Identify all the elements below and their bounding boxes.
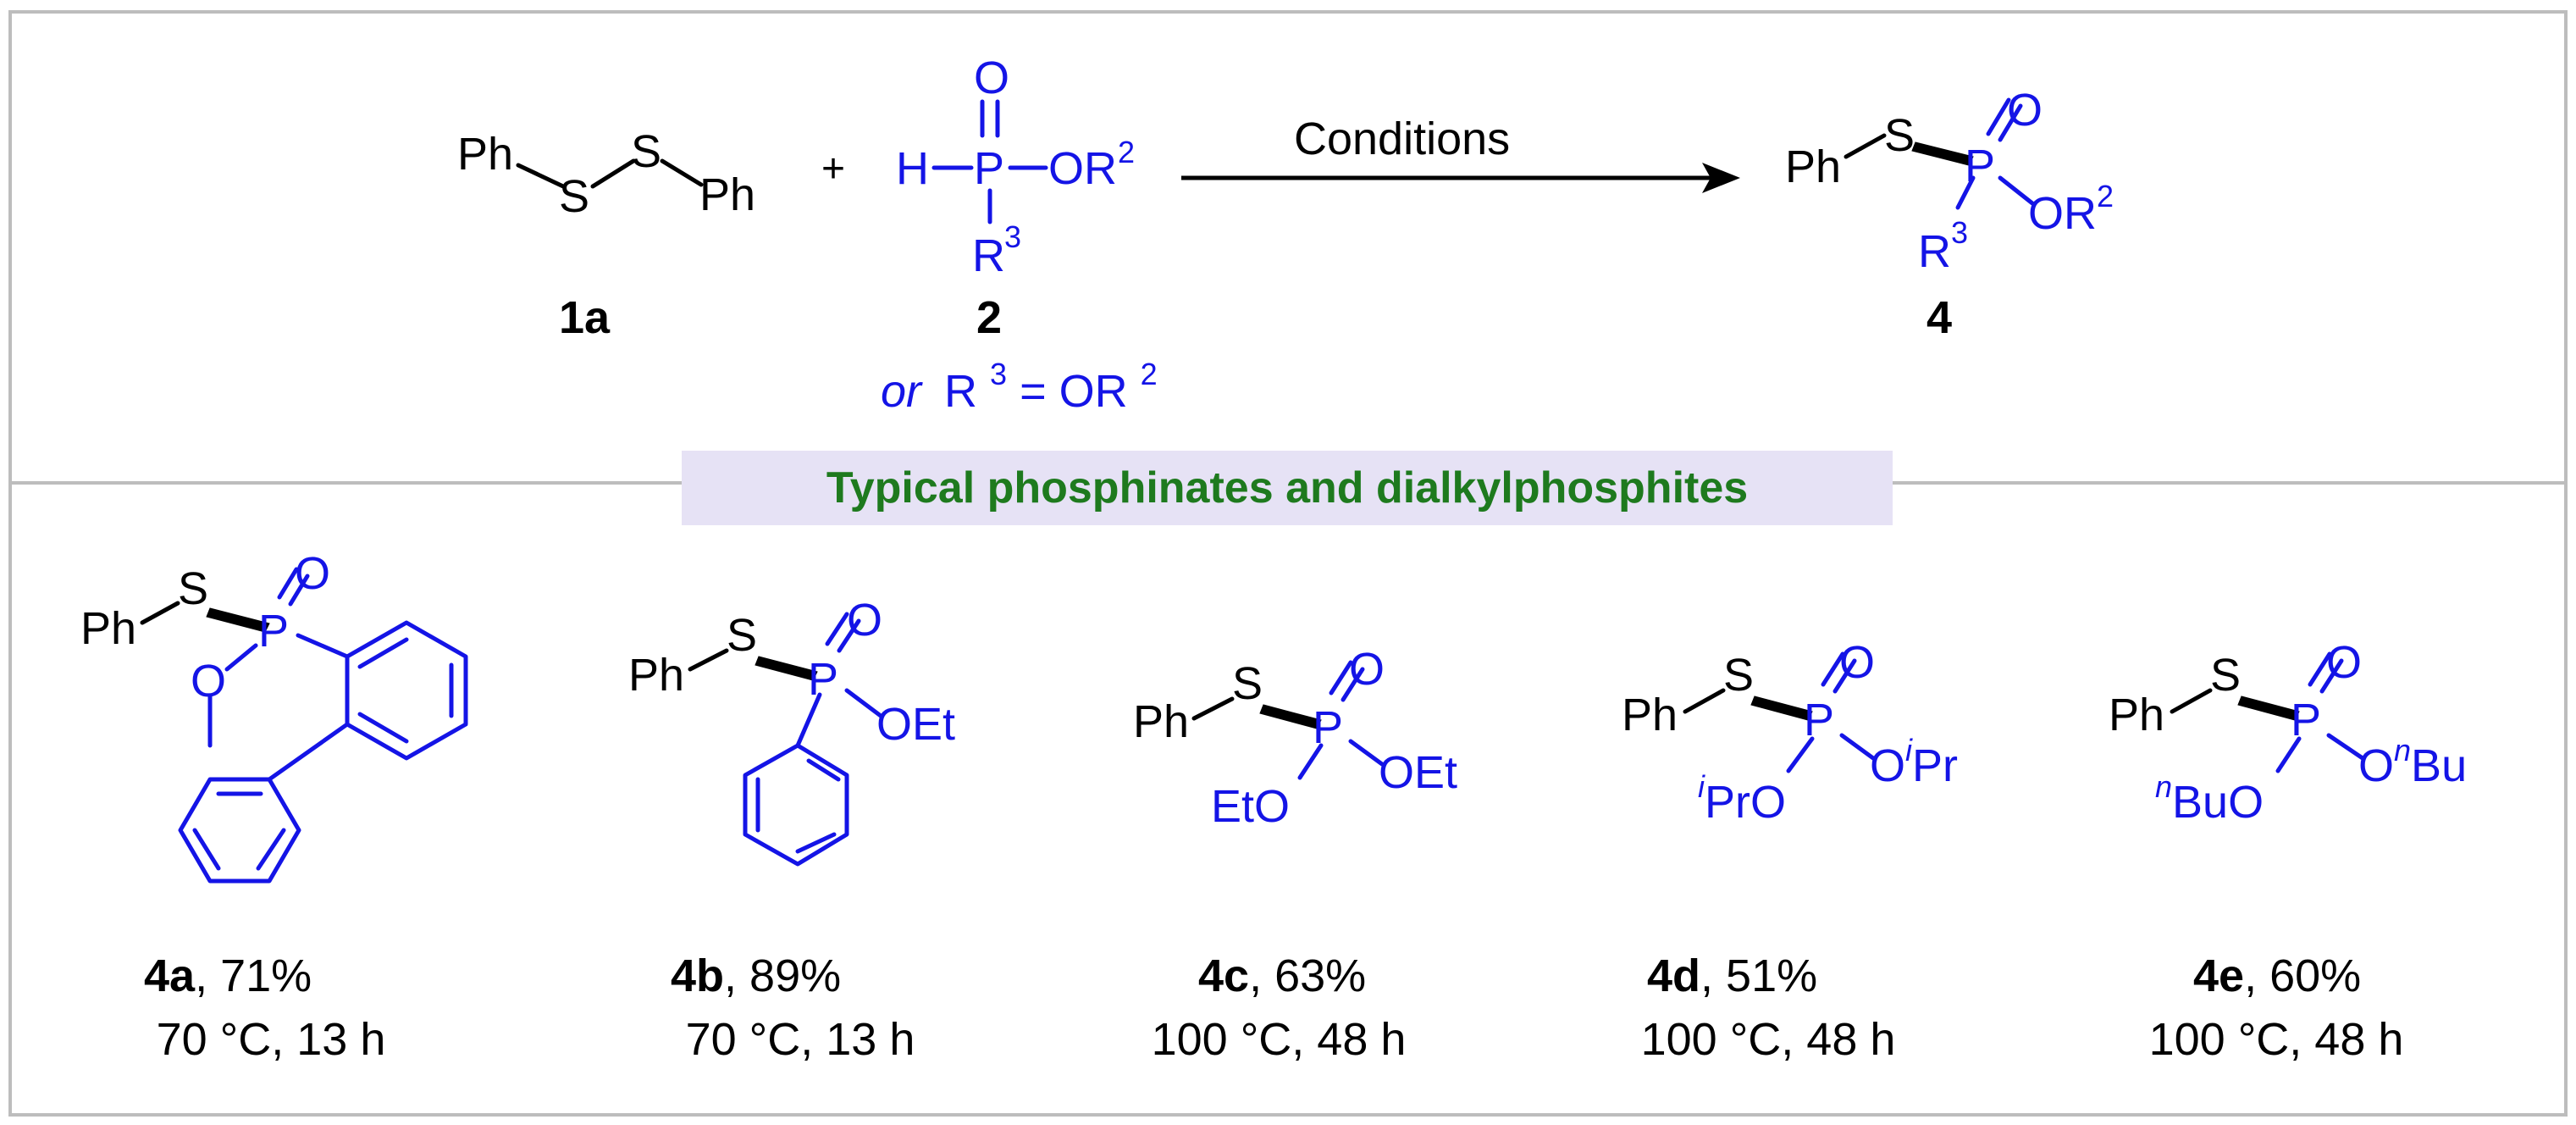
note-r: R xyxy=(944,366,977,417)
r3-superscript: 3 xyxy=(1951,215,1968,250)
conditions-4a: 70 °C, 13 h xyxy=(157,1014,386,1065)
ph-label: Ph xyxy=(1133,696,1189,747)
s-label: S xyxy=(1884,110,1915,161)
ph-label: Ph xyxy=(1785,141,1841,192)
conditions-4e: 100 °C, 48 h xyxy=(2149,1014,2404,1065)
product-4: Ph S P O OR 2 R 3 4 xyxy=(1785,85,2114,343)
reactant-2: O H P OR 2 R 3 2 or R 3 = OR 2 xyxy=(881,53,1158,417)
or2-label: OR xyxy=(2028,188,2097,239)
note-or: or xyxy=(881,366,923,417)
ph-label: Ph xyxy=(1622,690,1678,740)
product-4c: Ph S P O OEt EtO 4c, 63% 100 °C, 48 h xyxy=(1133,644,1457,1065)
note-sup3: 3 xyxy=(990,357,1007,391)
p-label: P xyxy=(808,654,838,705)
p-label: P xyxy=(974,143,1004,194)
ph-right-label: Ph xyxy=(699,169,755,220)
compound-id-4: 4 xyxy=(1926,292,1952,343)
product-4d: Ph S P O OiPr iPrO 4d, 51% 100 °C, 48 h xyxy=(1622,637,1958,1065)
product-label-4d: 4d, 51% xyxy=(1647,950,1817,1001)
product-4b: Ph S P O OEt 4b, 89% 70 °C, 13 h xyxy=(628,595,955,1065)
conditions-4b: 70 °C, 13 h xyxy=(686,1014,915,1065)
p-label: P xyxy=(258,606,289,657)
r3-label: R xyxy=(972,230,1005,281)
p-label: P xyxy=(2291,695,2321,745)
ph-label: Ph xyxy=(2109,690,2164,740)
plus-sign: + xyxy=(821,147,845,191)
product-4a: Ph S P O O 4a, 71% 70 °C, 13 h xyxy=(80,548,468,1065)
ph-label: Ph xyxy=(80,603,136,654)
conditions-4c: 100 °C, 48 h xyxy=(1152,1014,1407,1065)
o-top-label: O xyxy=(1349,644,1385,695)
ph-label: Ph xyxy=(628,650,684,701)
section-banner: Typical phosphinates and dialkylphosphit… xyxy=(682,451,1893,525)
reaction-arrow: Conditions xyxy=(1181,114,1740,193)
r3-superscript: 3 xyxy=(1004,219,1021,254)
or2-superscript: 2 xyxy=(1118,135,1135,169)
s-label: S xyxy=(1723,650,1754,701)
banner-title: Typical phosphinates and dialkylphosphit… xyxy=(826,463,1748,513)
o-top-label: O xyxy=(847,595,882,646)
conditions-4d: 100 °C, 48 h xyxy=(1641,1014,1896,1065)
product-label-4c: 4c, 63% xyxy=(1198,950,1366,1001)
onbu-right-label: OnBu xyxy=(2358,733,2467,791)
product-label-4a: 4a, 71% xyxy=(144,950,312,1001)
eto-left-label: EtO xyxy=(1211,781,1290,832)
s-label: S xyxy=(178,563,208,614)
product-label-4b: 4b, 89% xyxy=(671,950,841,1001)
o-ring-label: O xyxy=(191,656,226,707)
ipro-left-label: iPrO xyxy=(1698,769,1786,828)
compound-id-1a: 1a xyxy=(559,292,611,343)
p-label: P xyxy=(1313,702,1343,753)
reactant-1a: Ph S S Ph 1a xyxy=(457,126,755,343)
ph-left-label: Ph xyxy=(457,129,513,180)
compound-id-2: 2 xyxy=(976,292,1002,343)
o-top-label: O xyxy=(2326,637,2362,688)
s-label: S xyxy=(727,610,757,661)
note-eq: = OR xyxy=(1020,366,1128,417)
or2-label: OR xyxy=(1048,143,1117,194)
r3-label: R xyxy=(1918,226,1951,277)
or2-superscript: 2 xyxy=(2097,179,2114,213)
arrow-conditions-label: Conditions xyxy=(1294,114,1510,164)
oet-label: OEt xyxy=(876,699,955,750)
s-label: S xyxy=(1232,658,1263,709)
nbuo-left-label: nBuO xyxy=(2155,769,2264,828)
r3-alternative-note: or R 3 = OR 2 xyxy=(881,344,1158,417)
o-top-label: O xyxy=(1839,637,1875,688)
product-4e: Ph S P O OnBu nBuO 4e, 60% 100 °C, 48 h xyxy=(2109,637,2467,1065)
p-label: P xyxy=(1965,141,1995,191)
o-label: O xyxy=(974,53,1009,103)
p-label: P xyxy=(1804,695,1834,745)
s-left-label: S xyxy=(559,171,589,222)
o-label: O xyxy=(2007,85,2043,136)
product-label-4e: 4e, 60% xyxy=(2193,950,2361,1001)
note-sup2: 2 xyxy=(1141,357,1158,391)
s-label: S xyxy=(2210,650,2241,701)
h-label: H xyxy=(896,143,929,194)
oipr-right-label: OiPr xyxy=(1870,733,1958,791)
oet-right-label: OEt xyxy=(1379,747,1457,798)
o-top-label: O xyxy=(295,548,330,599)
s-right-label: S xyxy=(631,126,661,177)
